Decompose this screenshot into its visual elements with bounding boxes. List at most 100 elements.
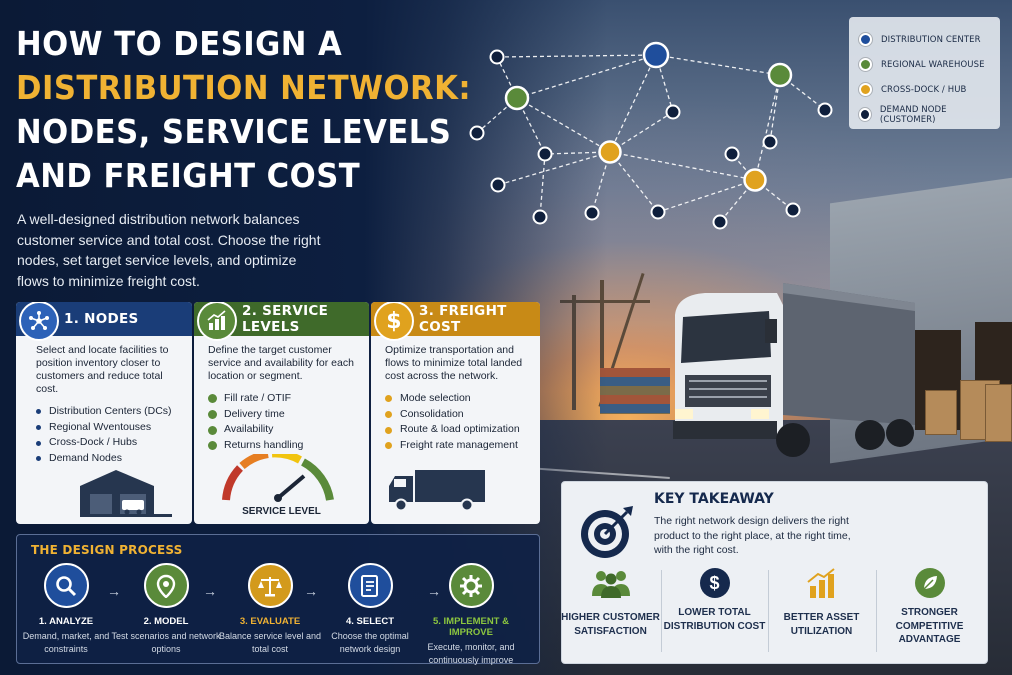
- process-title: THE DESIGN PROCESS: [31, 543, 183, 557]
- list-item-text: Regional Wventouses: [49, 420, 152, 433]
- regional-warehouse-node: [504, 85, 530, 111]
- list-item-text: Route & load optimization: [400, 423, 520, 436]
- benefit-item: STRONGER COMPETITIVE ADVANTAGE: [877, 568, 982, 647]
- step-label: 3. EVALUATE: [239, 616, 301, 627]
- network-map: [469, 41, 833, 230]
- card-title: 1. NODES: [64, 311, 139, 327]
- list-item: Freight rate management: [385, 438, 530, 454]
- process-step: 4. SELECT Choose the optimal network des…: [315, 563, 425, 655]
- bar-chart-icon: [806, 568, 835, 598]
- target-icon: [581, 506, 633, 558]
- nodes-card: 1. NODES Select and locate facilities to…: [16, 302, 192, 524]
- title-line-3: NODES, SERVICE LEVELS: [16, 112, 452, 151]
- gear-icon: [448, 563, 494, 608]
- legend-item: CROSS-DOCK / HUB: [859, 77, 990, 102]
- takeaway-title: KEY TAKEAWAY: [654, 491, 774, 507]
- legend-label: CROSS-DOCK / HUB: [881, 84, 967, 95]
- service-levels-card: 2. SERVICE LEVELS Define the target cust…: [194, 302, 369, 524]
- legend-label: REGIONAL WAREHOUSE: [881, 59, 985, 70]
- bullet-icon: [385, 411, 392, 419]
- card-header: $ 3. FREIGHT COST: [371, 302, 540, 341]
- list-item: Route & load optimization: [385, 422, 530, 438]
- cross-dock-node: [598, 140, 622, 164]
- delivery-truck-icon: [389, 470, 485, 512]
- card-list: Distribution Centers (DCs) Regional Wven…: [36, 404, 182, 467]
- arrow-right-icon: →: [107, 583, 121, 599]
- step-description: Choose the optimal network design: [331, 631, 409, 654]
- list-item-text: Distribution Centers (DCs): [49, 405, 172, 417]
- arrow-right-icon: →: [304, 583, 318, 599]
- card-list: Fill rate / OTIF Delivery time Availabil…: [208, 391, 359, 454]
- distribution-center-node: [642, 41, 670, 69]
- process-step: 5. IMPLEMENT & IMPROVE Execute, monitor,…: [411, 563, 531, 666]
- gauge-icon: [222, 454, 334, 502]
- step-description: Test scenarios and network options: [111, 631, 221, 654]
- legend-item: DISTRIBUTION CENTER: [859, 27, 990, 52]
- dollar-icon: $: [374, 302, 414, 341]
- step-description: Execute, monitor, and continuously impro…: [427, 642, 515, 665]
- check-icon: [208, 394, 217, 404]
- gauge-label: SERVICE LEVEL: [242, 506, 321, 517]
- divider: [768, 570, 769, 652]
- legend-dot: [859, 58, 872, 71]
- arrow-right-icon: →: [427, 583, 441, 599]
- balance-scale-icon: [247, 563, 293, 608]
- list-item-text: Cross-Dock / Hubs: [49, 436, 138, 449]
- list-item-text: Fill rate / OTIF: [224, 392, 292, 404]
- title-line-1: HOW TO DESIGN A: [16, 24, 343, 63]
- benefit-label: BETTER ASSET UTILIZATION: [783, 612, 860, 637]
- divider: [661, 570, 662, 652]
- cross-dock-node: [743, 168, 767, 192]
- list-item: Returns handling: [208, 438, 359, 454]
- check-icon: [208, 425, 217, 435]
- list-item-text: Delivery time: [224, 407, 285, 420]
- network-links: [476, 54, 826, 223]
- network-nodes-icon: [19, 302, 59, 341]
- benefit-label: HIGHER CUSTOMER SATISFACTION: [561, 612, 660, 637]
- regional-warehouse-node: [767, 62, 793, 88]
- leaf-icon: [914, 568, 945, 598]
- card-header: 2. SERVICE LEVELS: [194, 302, 369, 341]
- demand-nodes: [469, 49, 833, 230]
- card-title: 2. SERVICE LEVELS: [242, 303, 329, 335]
- intro-paragraph: A well-designed distribution network bal…: [17, 211, 321, 289]
- list-item-text: Returns handling: [224, 439, 304, 452]
- magnifier-icon: [43, 563, 89, 608]
- legend-item: DEMAND NODE (CUSTOMER): [859, 102, 990, 127]
- process-step: 2. MODEL Test scenarios and network opti…: [111, 563, 221, 655]
- location-pin-icon: [143, 563, 189, 608]
- bullet-icon: [385, 426, 392, 434]
- process-step: 1. ANALYZE Demand, market, and constrain…: [11, 563, 121, 655]
- key-takeaway-panel: KEY TAKEAWAY The right network design de…: [561, 481, 988, 664]
- list-item: Fill rate / OTIF: [208, 391, 359, 407]
- list-item: Mode selection: [385, 391, 530, 407]
- list-item-text: Consolidation: [400, 407, 464, 420]
- step-label: 4. SELECT: [345, 616, 395, 627]
- process-step: 3. EVALUATE Balance service level and to…: [215, 563, 325, 655]
- bullet-icon: [36, 425, 41, 431]
- legend-dot: [859, 33, 872, 46]
- freight-cost-card: $ 3. FREIGHT COST Optimize transportatio…: [371, 302, 540, 524]
- people-icon: [591, 571, 630, 598]
- benefit-label: LOWER TOTAL DISTRIBUTION COST: [663, 607, 766, 632]
- card-title: 3. FREIGHT COST: [419, 303, 507, 335]
- check-icon: [208, 441, 217, 451]
- page-title: HOW TO DESIGN A DISTRIBUTION NETWORK: NO…: [16, 22, 505, 198]
- card-description: Define the target customer service and a…: [208, 344, 354, 382]
- title-line-2: DISTRIBUTION NETWORK:: [16, 68, 472, 107]
- legend-label: DEMAND NODE (CUSTOMER): [879, 104, 947, 125]
- list-item: Cross-Dock / Hubs: [36, 435, 182, 451]
- card-list: Mode selection Consolidation Route & loa…: [385, 391, 530, 454]
- bullet-icon: [385, 395, 392, 403]
- step-description: Balance service level and total cost: [218, 631, 322, 654]
- list-item-text: Freight rate management: [400, 439, 518, 452]
- bullet-icon: [385, 442, 392, 450]
- title-line-4: AND FREIGHT COST: [16, 156, 361, 195]
- list-item: Demand Nodes: [36, 451, 182, 467]
- step-label: 2. MODEL: [143, 616, 189, 627]
- arrow-right-icon: →: [203, 583, 217, 599]
- card-header: 1. NODES: [16, 302, 192, 341]
- bullet-icon: [36, 440, 41, 446]
- benefit-item: $ LOWER TOTAL DISTRIBUTION COST: [662, 568, 767, 633]
- step-description: Demand, market, and constraints: [22, 631, 110, 654]
